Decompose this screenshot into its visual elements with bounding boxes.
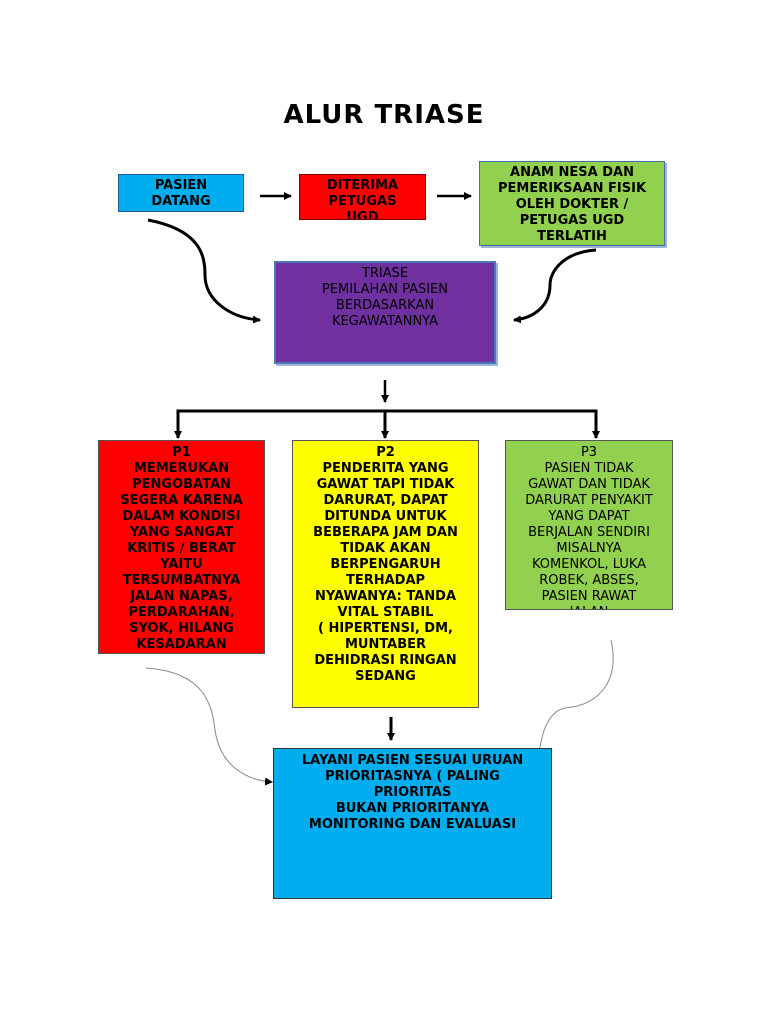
box-text-line: PETUGAS bbox=[328, 194, 397, 209]
box-text-line: TIDAK AKAN bbox=[340, 541, 431, 556]
box-text-line: DARURAT, DAPAT bbox=[323, 493, 448, 508]
box-text-line: TERLATIH bbox=[537, 229, 607, 244]
box-text-line: TERHADAP bbox=[345, 573, 426, 588]
box-text-line: ANAM NESA DAN bbox=[510, 165, 634, 180]
box-text-line: P2 bbox=[376, 445, 395, 460]
box-text-line: SYOK, HILANG bbox=[129, 621, 234, 636]
box-text-line: KOMENKOL, LUKA bbox=[531, 557, 647, 572]
box-text-line: PEMERIKSAAN FISIK bbox=[497, 181, 647, 196]
box-text-line: NYAWANYA: TANDA bbox=[314, 589, 457, 604]
box-text-line: MEMERUKAN bbox=[133, 461, 230, 476]
box-text-line: PENDERITA YANG bbox=[322, 461, 449, 476]
branch-bar bbox=[176, 409, 598, 432]
arrow-anamnesa-to-triase bbox=[513, 248, 597, 324]
box-text-line: ( HIPERTENSI, DM, bbox=[318, 621, 453, 636]
box-text-line: MUNTABER bbox=[344, 637, 427, 652]
box-text-line: SEGERA KARENA bbox=[120, 493, 243, 508]
box-text-line: VITAL STABIL bbox=[337, 605, 434, 620]
box-text-line: DARURAT PENYAKIT bbox=[525, 493, 653, 508]
box-text-line: PRIORITASNYA ( PALING bbox=[325, 769, 500, 784]
box-text-line: PENGOBATAN bbox=[132, 477, 231, 492]
box-text-line: UGD bbox=[346, 210, 379, 220]
box-text-line: BERJALAN SENDIRI bbox=[528, 525, 650, 540]
curve-p3-to-layani bbox=[533, 639, 614, 769]
box-text-line: PETUGAS UGD bbox=[519, 213, 625, 228]
box-text-line: PASIEN TIDAK bbox=[544, 461, 634, 476]
box-text-line: JALAN NAPAS, bbox=[130, 589, 233, 604]
box-text-line: GAWAT DAN TIDAK bbox=[528, 477, 650, 492]
box-text-line: PASIEN RAWAT bbox=[541, 589, 637, 604]
box-text-line: TERSUMBATNYA bbox=[122, 573, 241, 588]
diagram-title: ALUR TRIASE bbox=[283, 100, 485, 130]
box-text-line: JALAN bbox=[512, 605, 666, 609]
box-text-line: ROBEK, ABSES, bbox=[539, 573, 639, 588]
box-text-line: PEMILAHAN PASIEN bbox=[322, 282, 448, 297]
box-text-line: DITUNDA UNTUK bbox=[324, 509, 447, 524]
box-text-line: YANG SANGAT bbox=[129, 525, 234, 540]
box-text-line: YANG DAPAT bbox=[548, 509, 630, 524]
box-text-line: OLEH DOKTER / bbox=[515, 197, 629, 212]
arrow-pasien-to-triase bbox=[147, 218, 261, 324]
box-text-line: PRIORITAS bbox=[373, 785, 452, 800]
box-text-line: P3 bbox=[580, 445, 598, 460]
box-text-line: BERPENGARUH bbox=[330, 557, 441, 572]
box-text-line: DEHIDRASI RINGAN bbox=[314, 653, 457, 668]
box-text-line: PASIEN bbox=[154, 178, 208, 193]
box-text-line: KRITIS / BERAT bbox=[127, 541, 236, 556]
box-text-line: KESADARAN bbox=[136, 637, 227, 652]
box-text-line: DATANG bbox=[151, 194, 211, 209]
box-text-line: BUKAN PRIORITANYA bbox=[335, 801, 490, 816]
box-text-line: MONITORING DAN EVALUASI bbox=[308, 817, 517, 832]
box-text-line: SEDANG bbox=[355, 669, 416, 684]
box-text-line: DALAM KONDISI bbox=[122, 509, 241, 524]
curve-p1-to-layani bbox=[145, 667, 273, 786]
box-text-line: PERDARAHAN, bbox=[128, 605, 235, 620]
box-text-line: GAWAT TAPI TIDAK bbox=[316, 477, 455, 492]
box-text-line: KEGAWATANNYA bbox=[331, 314, 439, 329]
box-text-line: BERDASARKAN bbox=[335, 298, 435, 313]
box-text-line: TRIASE bbox=[361, 266, 409, 281]
box-text-line: DITERIMA bbox=[326, 178, 399, 193]
box-text-line: P1 bbox=[172, 445, 191, 460]
box-text-line: YAITU bbox=[160, 557, 203, 572]
box-text-line: BEBERAPA JAM DAN bbox=[313, 525, 458, 540]
box-text-line: LAYANI PASIEN SESUAI URUAN bbox=[301, 753, 524, 768]
box-text-line: MISALNYA bbox=[556, 541, 622, 556]
